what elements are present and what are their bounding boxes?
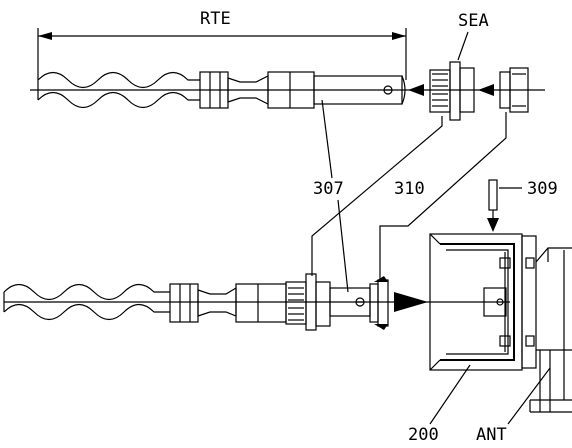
sea-seal-part (429, 61, 475, 121)
part-309-pin (487, 179, 522, 232)
label-310: 310 (394, 179, 425, 199)
label-307: 307 (313, 179, 344, 199)
label-309: 309 (527, 179, 558, 199)
top-arrow-2 (478, 84, 494, 96)
bottom-assembly (3, 233, 572, 413)
label-200: 200 (408, 425, 439, 443)
leader-lines (311, 99, 551, 425)
insert-arrow (394, 292, 428, 312)
part-310-nut-top (499, 67, 529, 113)
label-sea: SEA (458, 11, 489, 31)
label-ant: ANT (476, 425, 507, 443)
top-arrow-1 (408, 84, 424, 96)
part-200-housing (429, 233, 537, 371)
bottom-connector-body (169, 273, 389, 331)
label-rte: RTE (200, 9, 231, 29)
sea-leader (457, 31, 469, 61)
rte-dimension (37, 28, 407, 80)
top-assembly: RTE (30, 9, 545, 121)
ant-frame (529, 247, 572, 413)
